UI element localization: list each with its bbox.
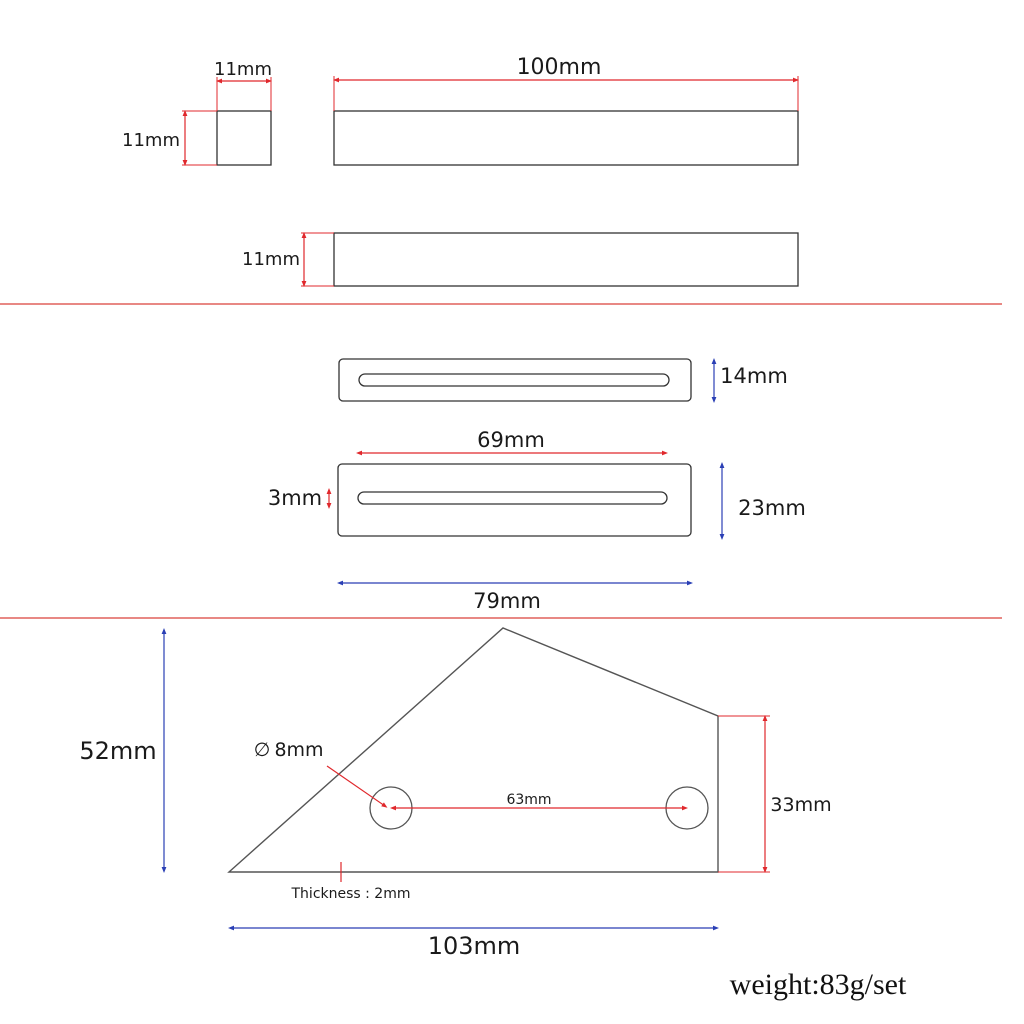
section-bracket: 52mm ∅ 8mm 63mm 33mm Thickness : 2mm 103… <box>79 627 832 960</box>
hole-diameter-label: 8mm <box>274 739 323 761</box>
bar-length-label: 100mm <box>517 55 602 80</box>
hole-diameter-symbol: ∅ <box>254 739 271 761</box>
small-square-height-label: 11mm <box>122 130 180 151</box>
plate-large-height-label: 23mm <box>738 496 806 520</box>
total-width-label: 103mm <box>428 932 521 960</box>
plate-large-width-label: 79mm <box>473 589 541 613</box>
slotted-plate-small-slot <box>358 373 670 387</box>
slotted-plate-large-slot <box>357 491 668 505</box>
plate-small-height-label: 14mm <box>720 364 788 388</box>
slot-length-label: 69mm <box>477 428 545 452</box>
hole-diameter-leader-line <box>326 765 388 808</box>
slotted-plate-small <box>338 358 692 402</box>
thickness-label: Thickness : 2mm <box>291 886 411 902</box>
section-plates: 14mm 69mm 3mm 23mm 79mm <box>268 358 806 613</box>
long-bar-top-view <box>333 110 799 166</box>
slotted-plate-large <box>337 463 692 537</box>
slot-width-label: 3mm <box>268 486 322 510</box>
total-height-label: 52mm <box>79 737 156 765</box>
small-square-width-label: 11mm <box>214 59 272 80</box>
weight-label: weight:83g/set <box>730 968 907 1001</box>
long-bar-side-view <box>333 232 799 287</box>
bar-side-height-label: 11mm <box>242 249 300 270</box>
right-edge-height-label: 33mm <box>770 794 831 816</box>
section-blocks: 11mm 11mm 100mm 11mm <box>122 55 799 287</box>
small-square-block <box>216 110 272 166</box>
hole-spacing-label: 63mm <box>506 792 551 808</box>
